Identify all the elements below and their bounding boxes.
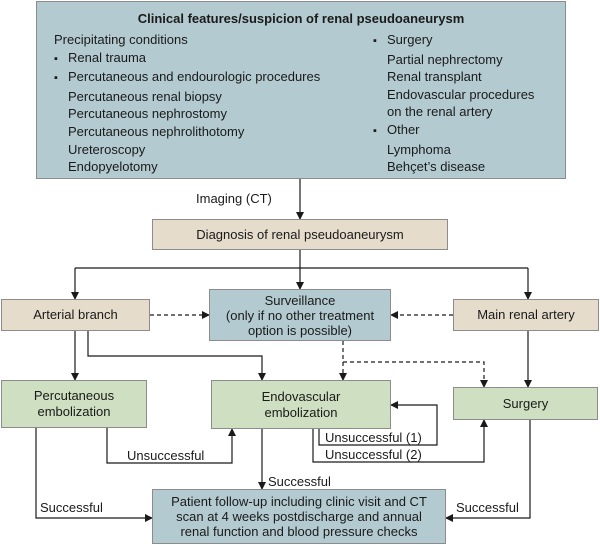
surgery-box: Surgery — [453, 387, 598, 420]
clinical-features-title: Clinical features/suspicion of renal pse… — [137, 11, 465, 26]
main-renal-artery-box: Main renal artery — [453, 299, 599, 331]
precipitating-condition-item: Percutaneous nephrostomy — [68, 106, 227, 122]
successful-left-label: Successful — [40, 500, 103, 515]
diagnosis-box: Diagnosis of renal pseudoaneurysm — [152, 219, 448, 250]
dashed-arrow-surveillance-to-surgery — [343, 361, 488, 388]
unsuccessful-1-label: Unsuccessful (1) — [325, 430, 422, 445]
surgery-text: Surgery — [502, 395, 549, 411]
main-renal-artery-text: Main renal artery — [477, 307, 575, 322]
surgery-other-condition-item: on the renal artery — [387, 104, 493, 120]
arrow-successful-left — [35, 428, 153, 522]
surgery-other-condition-item: Endovascular procedures — [387, 86, 535, 102]
arrow-arterial-to-endovascular — [87, 331, 266, 381]
arrow-unsuccessful-1 — [318, 401, 438, 446]
precipitating-condition-item: Ureteroscopy — [68, 141, 146, 157]
surgery-other-condition-item: Other — [373, 121, 534, 141]
follow-up-box: Patient follow-up including clinic visit… — [152, 489, 446, 544]
surgery-other-condition-item: Lymphoma — [387, 141, 451, 157]
arterial-branch-box: Arterial branch — [1, 299, 150, 331]
percutaneous-embolization-text: Percutaneous embolization — [33, 388, 115, 419]
clinical-features-box: Clinical features/suspicion of renal pse… — [36, 1, 566, 179]
precipitating-condition-item: Renal trauma — [54, 49, 320, 69]
arrow-unsuccessful-2 — [312, 419, 488, 463]
precipitating-condition-item: Percutaneous and endourologic procedures — [54, 68, 320, 88]
successful-right-label: Successful — [456, 500, 519, 515]
arrow-successful-right — [445, 420, 531, 522]
surgery-other-condition-item: Partial nephrectomy — [387, 51, 503, 67]
surveillance-text: Surveillance (only if no other treatment… — [225, 292, 375, 338]
precipitating-condition-item: Percutaneous nephrolithotomy — [68, 123, 245, 139]
precipitating-condition-item: Endopyelotomy — [68, 159, 158, 175]
unsuccessful-label: Unsuccessful — [127, 448, 205, 463]
imaging-ct-label: Imaging (CT) — [196, 191, 272, 206]
endovascular-embolization-box: Endovascular embolization — [211, 380, 391, 429]
diagnosis-text: Diagnosis of renal pseudoaneurysm — [196, 226, 404, 242]
arterial-branch-text: Arterial branch — [33, 307, 118, 322]
surgery-other-condition-item: Behçet’s disease — [387, 159, 486, 175]
successful-center-label: Successful — [268, 474, 331, 489]
precipitating-condition-item: Precipitating conditions — [54, 32, 188, 47]
follow-up-text: Patient follow-up including clinic visit… — [171, 494, 427, 539]
precipitating-conditions-list: Precipitating conditionsRenal traumaPerc… — [54, 31, 320, 176]
precipitating-condition-item: Percutaneous renal biopsy — [68, 88, 222, 104]
percutaneous-embolization-box: Percutaneous embolization — [1, 380, 147, 428]
surveillance-box: Surveillance (only if no other treatment… — [209, 289, 391, 341]
unsuccessful-2-label: Unsuccessful (2) — [325, 447, 422, 462]
surgery-other-condition-item: Surgery — [373, 31, 534, 51]
surgery-other-condition-item: Renal transplant — [387, 69, 482, 85]
arrow-percutaneous-unsuccessful — [106, 428, 236, 464]
endovascular-embolization-text: Endovascular embolization — [261, 388, 341, 420]
